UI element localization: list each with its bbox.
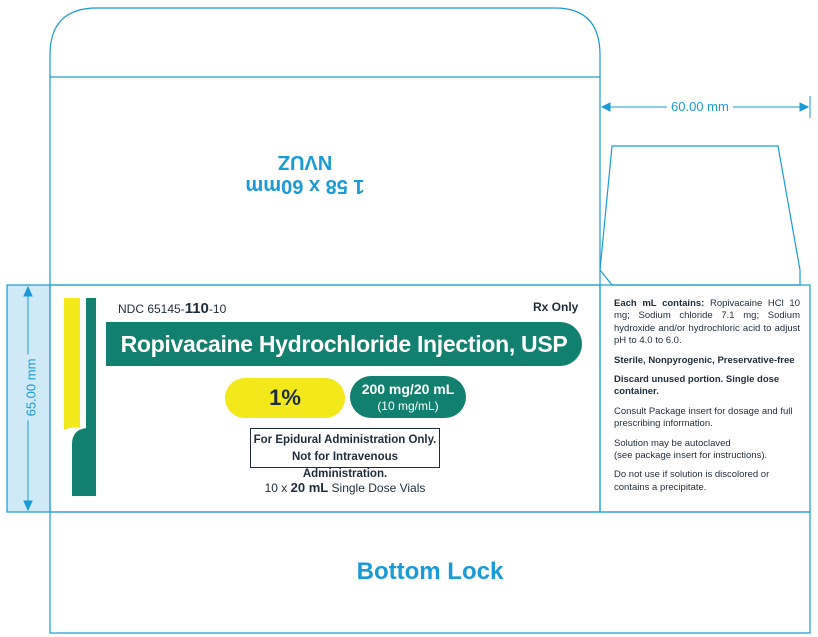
side-panel-text: Each mL contains: Ropivacaine HCl 10 mg;… — [614, 298, 800, 501]
dose-total: 200 mg/20 mL — [361, 381, 455, 397]
yellow-stripe — [64, 298, 80, 430]
warning-line-1: For Epidural Administration Only. — [253, 434, 437, 446]
width-dimension-label: 60.00 mm — [667, 99, 733, 114]
flap-imprint: 1 58 x 60mm NVUZ — [200, 150, 410, 198]
ndc-number: NDC 65145-110-10 — [118, 300, 226, 317]
dust-flap — [599, 145, 801, 286]
count-prefix: 10 x — [264, 481, 291, 495]
ndc-product-code: 110 — [184, 300, 209, 317]
discard-statement: Discard unused portion. Single dose cont… — [614, 374, 780, 398]
composition-text: Ropivacaine HCl 10 mg; Sodium chloride 7… — [614, 298, 800, 347]
composition-label: Each mL contains: — [614, 298, 705, 309]
ndc-prefix: NDC 65145- — [118, 302, 185, 316]
warning-line-2: Not for Intravenous Administration. — [291, 451, 399, 480]
flap-line-1: 1 58 x 60mm — [245, 175, 365, 197]
sterile-statement: Sterile, Nonpyrogenic, Preservative-free — [614, 354, 795, 366]
consult-statement: Consult Package insert for dosage and fu… — [614, 405, 793, 430]
rx-only: Rx Only — [533, 300, 579, 314]
teal-stripe — [72, 298, 96, 496]
count-volume: 20 mL — [290, 480, 329, 495]
flap-line-2: NVUZ — [277, 151, 333, 173]
strength-badge: 1% — [225, 378, 345, 418]
package-count: 10 x 20 mL Single Dose Vials — [240, 480, 450, 495]
top-tuck-flap — [49, 7, 601, 77]
product-title: Ropivacaine Hydrochloride Injection, USP — [106, 322, 582, 366]
autoclave-statement: Solution may be autoclaved(see package i… — [614, 437, 768, 462]
count-suffix: Single Dose Vials — [328, 481, 426, 495]
dose-concentration: (10 mg/mL) — [377, 399, 439, 413]
bottom-panel — [49, 511, 811, 634]
administration-warning: For Epidural Administration Only. Not fo… — [250, 428, 440, 480]
ndc-suffix: -10 — [208, 302, 227, 316]
dose-badge: 200 mg/20 mL (10 mg/mL) — [350, 376, 466, 418]
composition: Each mL contains: Ropivacaine HCl 10 mg;… — [614, 298, 800, 348]
height-dimension-label: 65.00 mm — [23, 354, 39, 421]
bottom-lock-label: Bottom Lock — [356, 558, 504, 585]
